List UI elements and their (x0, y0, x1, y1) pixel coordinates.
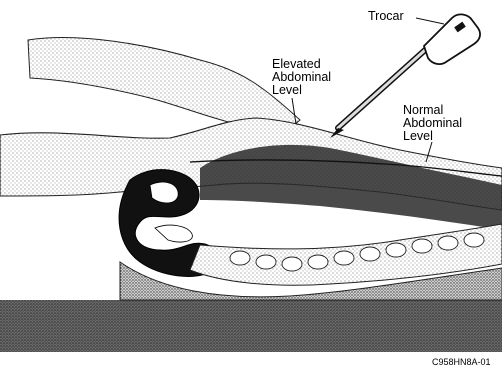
trocar-leader (416, 18, 444, 24)
trocar-label: Trocar (368, 10, 404, 23)
figure-code: C958HN8A-01 (432, 357, 491, 367)
hand-lifting-wall (28, 38, 300, 130)
operating-table (0, 300, 502, 352)
elevated-level-label-line3: Level (272, 84, 302, 97)
peritoneal-cavity (200, 145, 502, 230)
normal-level-label-line3: Level (403, 130, 433, 143)
